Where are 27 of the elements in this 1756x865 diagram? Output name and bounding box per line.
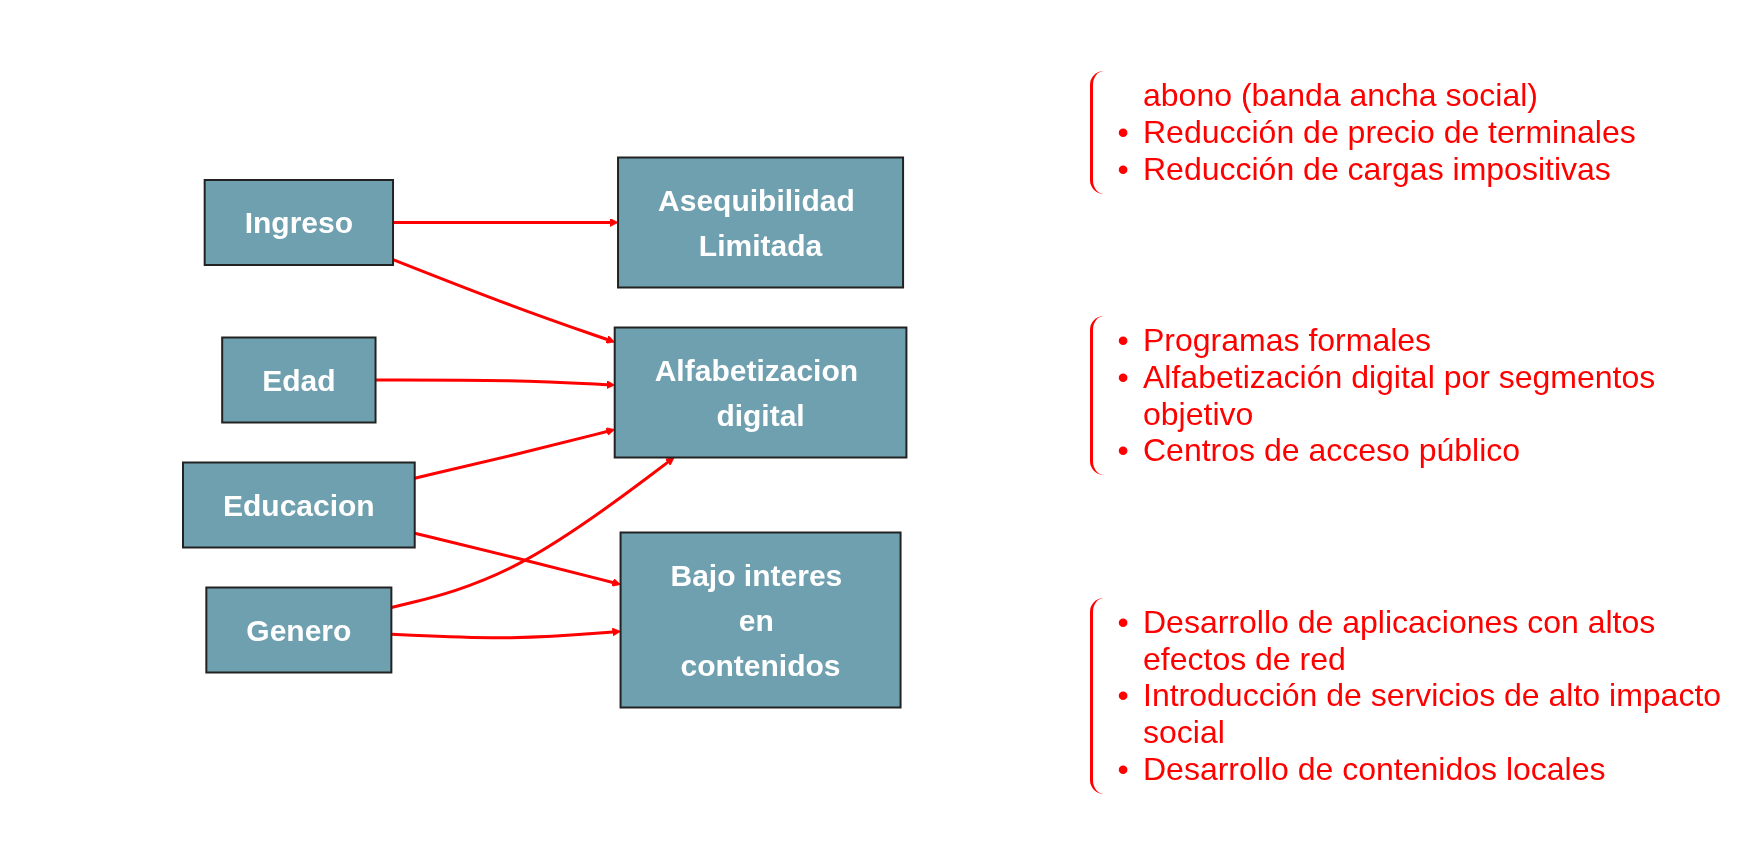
bullet: • xyxy=(1116,114,1130,151)
bullet: • xyxy=(1116,677,1130,715)
node-box: Edad xyxy=(221,336,377,424)
list-item-text: Centros de acceso público xyxy=(1143,432,1522,470)
list-item-text: Alfabetización digital por segmentos objetivo xyxy=(1143,358,1657,433)
list-item-text: Reducción de cargas impositivas xyxy=(1143,150,1612,188)
arrow xyxy=(391,457,675,609)
bullet: • xyxy=(1116,432,1130,470)
list-item-text: Desarrollo de aplicaciones con altos efectos de red xyxy=(1143,603,1657,678)
list-item-text: Programas formales xyxy=(1143,322,1433,359)
node-box: Genero xyxy=(205,586,393,674)
arrow xyxy=(393,218,619,227)
node-box: Alfabetizacion digital xyxy=(614,326,908,459)
bullet: • xyxy=(1116,750,1130,788)
node-box: Educacion xyxy=(182,461,416,549)
arrow xyxy=(375,378,616,390)
bullet: • xyxy=(1116,603,1130,641)
list-item-text: abono (banda ancha social) xyxy=(1143,77,1539,115)
node-box: Bajo interes en contenidos xyxy=(619,531,902,709)
bullet: • xyxy=(1116,150,1130,188)
bullet: • xyxy=(1116,322,1130,359)
list-item-text: Desarrollo de contenidos locales xyxy=(1143,750,1607,788)
node-box: Asequibilidad Limitada xyxy=(617,156,905,289)
list-item-text: Introducción de servicios de alto impacto social xyxy=(1143,677,1723,751)
bullet: • xyxy=(1116,358,1130,396)
list-item-text: Reducción de precio de terminales xyxy=(1143,114,1637,151)
node-box: Ingreso xyxy=(203,179,395,266)
